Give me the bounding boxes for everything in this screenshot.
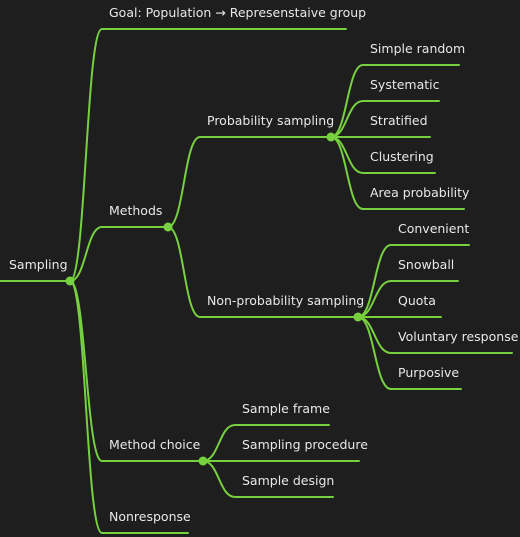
- node-probability-sampling[interactable]: Probability sampling: [207, 113, 335, 128]
- edge-systematic: [330, 100, 364, 138]
- node-stratified[interactable]: Stratified: [370, 113, 428, 128]
- node-goal[interactable]: Goal: Population → Represenstaive group: [109, 5, 367, 20]
- node-clustering[interactable]: Clustering: [370, 149, 434, 164]
- junction-dot-methods: [163, 222, 173, 232]
- edge-simple-random: [330, 64, 364, 138]
- edge-non-probability-sampling: [167, 226, 201, 318]
- node-snowball[interactable]: Snowball: [398, 257, 455, 272]
- edge-clustering: [330, 136, 364, 174]
- node-non-probability-sampling[interactable]: Non-probability sampling: [207, 293, 365, 308]
- edge-sample-design: [202, 460, 236, 498]
- node-voluntary-response[interactable]: Voluntary response: [398, 329, 519, 344]
- node-sampling-procedure[interactable]: Sampling procedure: [242, 437, 368, 452]
- node-sampling[interactable]: Sampling: [9, 257, 68, 272]
- node-simple-random[interactable]: Simple random: [370, 41, 466, 56]
- edge-goal: [69, 28, 103, 282]
- edge-area-probability: [330, 136, 364, 210]
- edge-method-choice: [69, 280, 103, 462]
- node-sample-frame[interactable]: Sample frame: [242, 401, 330, 416]
- edge-nonresponse: [69, 280, 103, 534]
- node-method-choice[interactable]: Method choice: [109, 437, 201, 452]
- junction-dot-non-probability-sampling: [353, 312, 363, 322]
- node-convenient[interactable]: Convenient: [398, 221, 470, 236]
- edge-methods: [69, 226, 103, 282]
- edge-sample-frame: [202, 424, 236, 462]
- mindmap-edges: [69, 28, 392, 534]
- edge-voluntary-response: [357, 316, 392, 354]
- edge-convenient: [357, 244, 392, 318]
- node-nonresponse[interactable]: Nonresponse: [109, 509, 191, 524]
- node-sample-design[interactable]: Sample design: [242, 473, 335, 488]
- node-purposive[interactable]: Purposive: [398, 365, 460, 380]
- node-area-probability[interactable]: Area probability: [370, 185, 470, 200]
- junction-dot-sampling: [65, 276, 75, 286]
- mindmap-underlines: [0, 28, 513, 534]
- node-quota[interactable]: Quota: [398, 293, 436, 308]
- junction-dot-method-choice: [198, 456, 208, 466]
- node-systematic[interactable]: Systematic: [370, 77, 440, 92]
- mindmap-dots: [65, 132, 363, 466]
- edge-probability-sampling: [167, 136, 201, 228]
- edge-purposive: [357, 316, 392, 390]
- node-methods[interactable]: Methods: [109, 203, 163, 218]
- junction-dot-probability-sampling: [326, 132, 336, 142]
